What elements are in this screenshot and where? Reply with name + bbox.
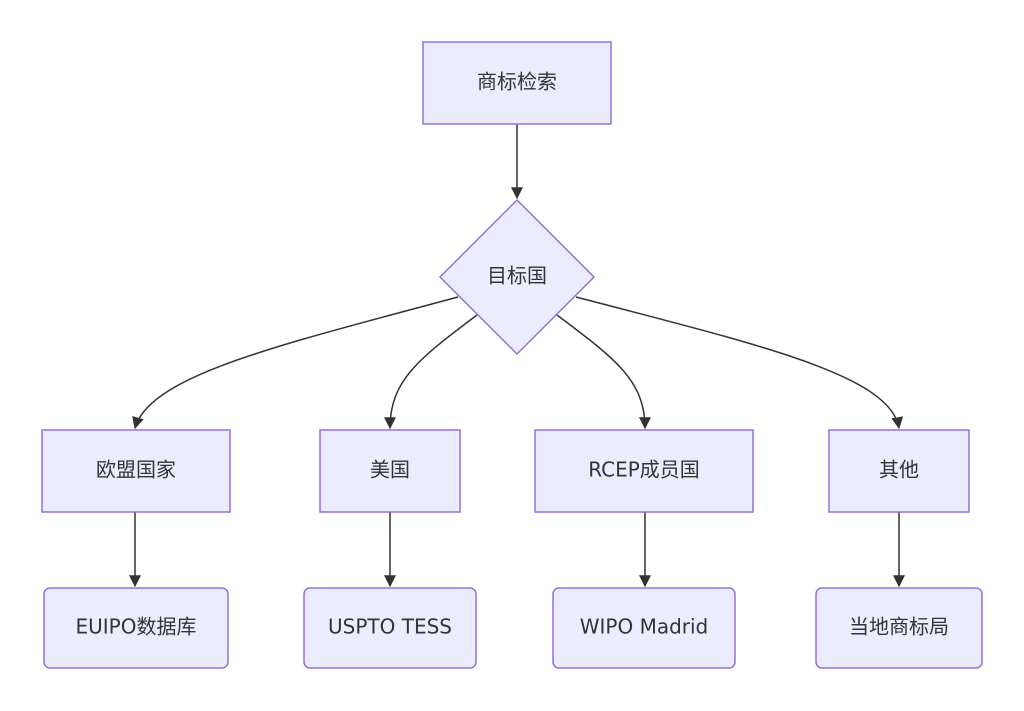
- edge-decision-branch-1: [384, 314, 478, 430]
- edge-decision-branch-3: [575, 296, 904, 430]
- node-target-2: WIPO Madrid: [552, 587, 736, 669]
- node-branch-2: RCEP成员国: [534, 429, 754, 513]
- node-decision-label: 目标国: [487, 264, 547, 288]
- node-target-3-label: 当地商标局: [849, 615, 949, 639]
- edge-decision-branch-0: [132, 296, 459, 430]
- edge-decision-branch-2: [556, 314, 651, 430]
- node-target-1: USPTO TESS: [303, 587, 477, 669]
- node-start: 商标检索: [422, 41, 612, 125]
- node-target-3: 当地商标局: [815, 587, 983, 669]
- node-branch-0: 欧盟国家: [41, 429, 231, 513]
- node-target-1-label: USPTO TESS: [328, 615, 452, 639]
- node-target-0: EUIPO数据库: [43, 587, 229, 669]
- node-branch-1: 美国: [319, 429, 461, 513]
- node-decision: 目标国: [438, 198, 596, 356]
- node-target-2-label: WIPO Madrid: [580, 615, 709, 639]
- node-branch-1-label: 美国: [370, 458, 410, 482]
- edges: [129, 124, 905, 588]
- node-branch-3: 其他: [828, 429, 970, 513]
- node-target-0-label: EUIPO数据库: [76, 615, 197, 639]
- node-branch-3-label: 其他: [879, 458, 919, 482]
- node-branch-0-label: 欧盟国家: [96, 458, 176, 482]
- node-start-label: 商标检索: [477, 70, 557, 94]
- node-branch-2-label: RCEP成员国: [588, 458, 700, 482]
